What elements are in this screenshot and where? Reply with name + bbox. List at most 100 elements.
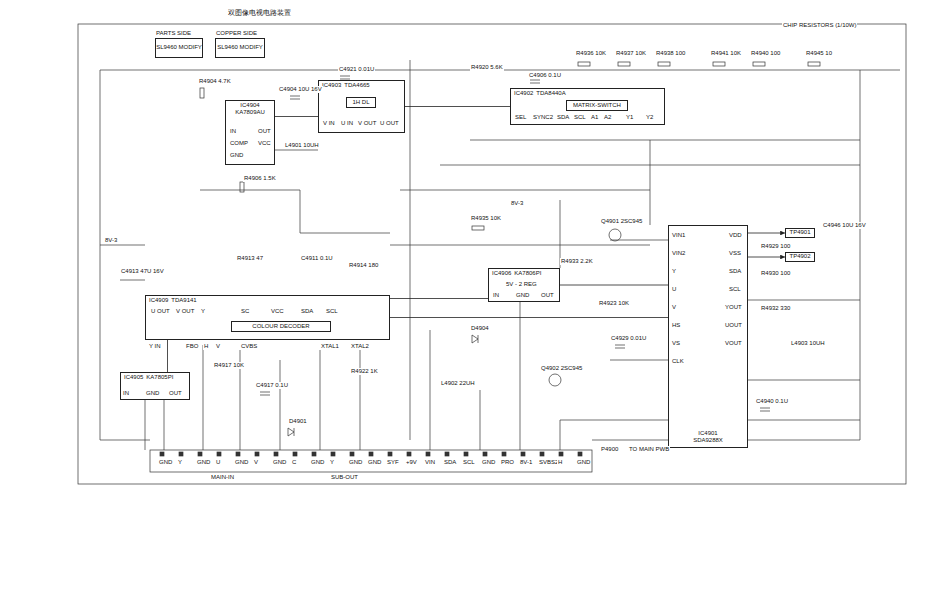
- part-label: V OUT: [175, 308, 195, 315]
- part-label: VCC: [270, 308, 285, 315]
- connector-pin: [236, 452, 240, 456]
- block-text: TDA9141: [171, 297, 196, 304]
- part-label: SDA: [728, 268, 742, 275]
- wire-connector: [560, 285, 668, 286]
- wire-connector: [167, 340, 168, 372]
- pin-name: VIN: [424, 459, 436, 466]
- part-label: OUT: [257, 128, 272, 135]
- part-label: C4913 47U 16V: [120, 268, 165, 275]
- part-label: D4901: [288, 418, 308, 425]
- part-label: TO MAIN PWB: [628, 446, 670, 453]
- inner-block: COLOUR DECODER: [231, 321, 331, 332]
- part-label: R4945 10: [805, 50, 833, 57]
- block-text: KA7806PI: [514, 270, 541, 277]
- part-label: VDD: [728, 232, 743, 239]
- wire: [100, 60, 900, 440]
- block-heading: IC4903: [322, 82, 341, 89]
- part-label: R4937 10K: [615, 50, 647, 57]
- part-label: R4906 1.5K: [243, 175, 277, 182]
- pin-name: PRO: [500, 459, 515, 466]
- connector-pin: [160, 452, 164, 456]
- part-label: V OUT: [357, 120, 377, 127]
- part-label: Q4901 2SC945: [600, 218, 643, 225]
- resistor-symbol: [200, 62, 820, 230]
- block-heading: IC4902: [514, 90, 533, 97]
- part-label: 5V - 2 REG: [505, 281, 538, 288]
- part-label: L4901 10UH: [284, 142, 320, 149]
- part-label: COMP: [229, 140, 249, 147]
- connector-pin: [293, 452, 297, 456]
- diagram-title: 双图像电视电路装置: [228, 8, 291, 18]
- block-heading: IC4909: [149, 297, 168, 304]
- connector-pin: [502, 452, 506, 456]
- connector-pin: [578, 452, 582, 456]
- connector-pin: [198, 452, 202, 456]
- part-label: R4938 100: [655, 50, 686, 57]
- part-label: OUT: [168, 390, 183, 397]
- connector-pin: [426, 452, 430, 456]
- part-label: R4917 10K: [213, 362, 245, 369]
- part-label: SDA: [300, 308, 314, 315]
- part-label: GND: [145, 390, 160, 397]
- part-label: R4941 10K: [710, 50, 742, 57]
- pin-name: SDA: [443, 459, 457, 466]
- part-label: C4946 10U 16V: [822, 222, 867, 229]
- part-label: SCL: [573, 114, 587, 121]
- part-label: IN: [122, 390, 130, 397]
- part-label: IN: [492, 292, 500, 299]
- wire-connector: [390, 317, 668, 318]
- connector-pin: [255, 452, 259, 456]
- ic-box: IC4909TDA9141COLOUR DECODER: [145, 295, 390, 340]
- part-label: U IN: [340, 120, 354, 127]
- connector-pin: [464, 452, 468, 456]
- block-heading: IC4901: [698, 430, 717, 437]
- part-label: R4922 1K: [350, 368, 379, 375]
- block-heading: 1H DL: [352, 99, 369, 106]
- connector-pin: [540, 452, 544, 456]
- part-label: D4904: [470, 325, 490, 332]
- wire-connector: [748, 257, 785, 258]
- wire-connector: [390, 298, 488, 299]
- wire-connector: [405, 106, 510, 107]
- part-label: A1: [590, 114, 599, 121]
- connector-pin: [179, 452, 183, 456]
- block-heading: IC4905: [124, 374, 143, 381]
- part-label: V IN: [322, 120, 336, 127]
- part-label: SC: [240, 308, 250, 315]
- part-label: L4903 10UH: [790, 340, 826, 347]
- part-label: C4904 10U 16V: [278, 86, 323, 93]
- connector-pin: [483, 452, 487, 456]
- pin-name: C: [291, 459, 297, 466]
- part-label: R4929 100: [760, 243, 791, 250]
- part-label: R4936 10K: [575, 50, 607, 57]
- part-label: GND: [515, 292, 530, 299]
- connector-pin: [407, 452, 411, 456]
- part-label: SUB-OUT: [330, 474, 359, 481]
- pin-name: Y: [177, 459, 183, 466]
- part-label: VS: [671, 340, 681, 347]
- part-label: VSS: [728, 250, 742, 257]
- part-label: R4933 2.2K: [560, 258, 594, 265]
- part-label: UOUT: [724, 322, 743, 329]
- pin-name: SCL: [462, 459, 476, 466]
- part-label: Y: [200, 308, 206, 315]
- part-label: R4930 100: [760, 270, 791, 277]
- part-label: OUT: [540, 292, 555, 299]
- part-label: VCC: [257, 140, 272, 147]
- pin-name: GND: [348, 459, 363, 466]
- part-label: YOUT: [724, 304, 743, 311]
- part-label: C4940 0.1U: [755, 398, 789, 405]
- block-text: KA7805PI: [146, 374, 173, 381]
- part-label: Y1: [625, 114, 634, 121]
- part-label: SCL: [325, 308, 339, 315]
- connector-pin: [217, 452, 221, 456]
- pin-name: GND: [196, 459, 211, 466]
- part-label: MAIN-IN: [210, 474, 235, 481]
- part-label: CVBS: [240, 343, 258, 350]
- pin-name: GND: [234, 459, 249, 466]
- diode-symbol: [288, 335, 478, 436]
- part-label: U OUT: [150, 308, 171, 315]
- part-label: CLK: [671, 358, 685, 365]
- connector-pin: [312, 452, 316, 456]
- block-heading: COLOUR DECODER: [252, 323, 309, 330]
